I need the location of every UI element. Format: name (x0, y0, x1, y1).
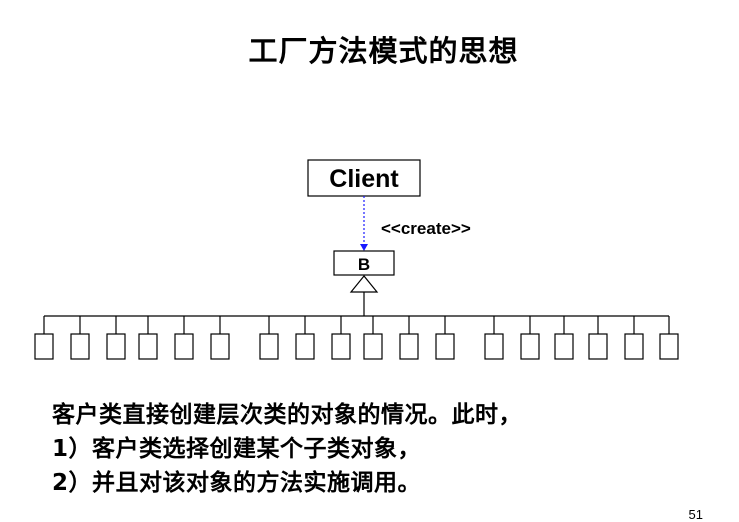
client-label: Client (329, 165, 399, 193)
subclass-box (259, 333, 279, 360)
create-arrowhead-icon (360, 244, 368, 251)
subclass-group (34, 316, 679, 360)
subclass-box (659, 333, 679, 360)
subclass-box (106, 333, 126, 360)
subclass-box (435, 333, 455, 360)
page-number: 51 (688, 507, 703, 522)
base-class-box (333, 250, 395, 276)
client-box (307, 159, 421, 197)
explanation-line-3: 2）并且对该对象的方法实施调用。 (52, 470, 422, 496)
subclass-box (210, 333, 230, 360)
inheritance-triangle-icon (349, 275, 379, 293)
subclass-box (34, 333, 54, 360)
explanation-line-1: 客户类直接创建层次类的对象的情况。此时， (52, 402, 522, 428)
create-stereotype-label: <<create>> (381, 219, 471, 238)
subclass-box (138, 333, 158, 360)
subclass-box (588, 333, 608, 360)
subclass-box (520, 333, 540, 360)
subclass-box (70, 333, 90, 360)
subclass-box (399, 333, 419, 360)
subclass-box (624, 333, 644, 360)
slide-title: 工厂方法模式的思想 (248, 34, 519, 68)
explanation-text: 客户类直接创建层次类的对象的情况。此时， 1）客户类选择创建某个子类对象， 2）… (52, 398, 522, 500)
subclass-box (295, 333, 315, 360)
subclass-box (331, 333, 351, 360)
subclass-box (484, 333, 504, 360)
subclass-box (363, 333, 383, 360)
base-class-label: B (358, 255, 370, 274)
explanation-line-2: 1）客户类选择创建某个子类对象， (52, 436, 422, 462)
subclass-box (554, 333, 574, 360)
subclass-box (174, 333, 194, 360)
